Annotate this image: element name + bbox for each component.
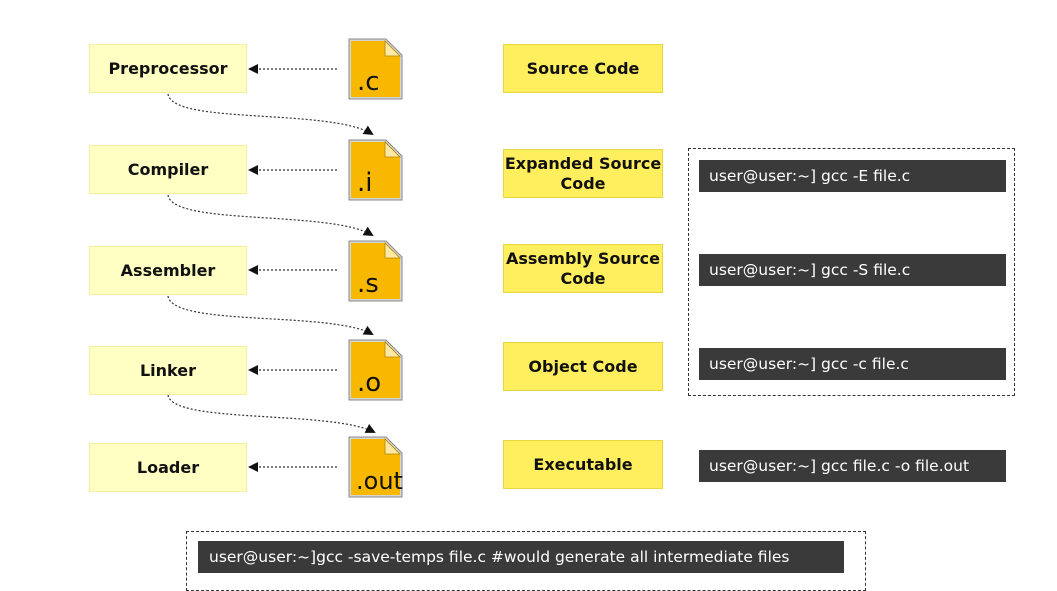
file-extension: .o — [357, 368, 382, 398]
code-executable: Executable — [503, 440, 663, 489]
file-icon-o: .o — [346, 338, 404, 402]
code-expanded-source: Expanded Source Code — [503, 149, 663, 198]
code-source: Source Code — [503, 44, 663, 93]
file-extension: .s — [357, 269, 379, 299]
stage-label: Linker — [139, 361, 197, 380]
command-text: user@user:~] gcc -S file.c — [709, 261, 911, 279]
code-label: Source Code — [526, 58, 640, 78]
stage-label: Assembler — [120, 261, 216, 280]
stage-preprocessor: Preprocessor — [89, 44, 247, 93]
code-label: Assembly Source Code — [505, 248, 661, 288]
file-extension: .c — [357, 67, 380, 97]
stage-compiler: Compiler — [89, 145, 247, 194]
command-text: user@user:~]gcc -save-temps file.c #woul… — [209, 548, 790, 566]
code-object: Object Code — [503, 342, 663, 391]
code-label: Object Code — [528, 356, 638, 376]
file-extension: .out — [356, 467, 403, 495]
stage-assembler: Assembler — [89, 246, 247, 295]
curve-compiler-to-s — [167, 194, 374, 237]
code-label: Executable — [533, 454, 633, 474]
command-text: user@user:~] gcc -c file.c — [709, 355, 909, 373]
intermediate-commands-frame — [688, 148, 1015, 396]
code-label: Expanded Source Code — [504, 153, 662, 193]
stage-label: Loader — [136, 458, 200, 477]
document-icon — [348, 436, 403, 498]
stage-linker: Linker — [89, 346, 247, 395]
file-icon-c: .c — [346, 37, 404, 101]
file-icon-out: .out — [346, 435, 404, 499]
curve-linker-to-out — [167, 394, 376, 433]
command-text: user@user:~] gcc -E file.c — [709, 167, 911, 185]
document-icon — [348, 38, 403, 100]
terminal-command-preprocess: user@user:~] gcc -E file.c — [699, 160, 1006, 192]
terminal-command-save-temps: user@user:~]gcc -save-temps file.c #woul… — [198, 541, 844, 573]
document-icon — [348, 339, 403, 401]
command-text: user@user:~] gcc file.c -o file.out — [709, 457, 970, 475]
document-icon — [348, 139, 403, 201]
file-icon-s: .s — [346, 239, 404, 303]
stage-label: Compiler — [127, 160, 209, 179]
stage-label: Preprocessor — [108, 59, 228, 78]
curve-assembler-to-o — [167, 295, 374, 335]
stage-loader: Loader — [89, 443, 247, 492]
file-extension: .i — [357, 168, 373, 198]
file-icon-i: .i — [346, 138, 404, 202]
document-icon — [348, 240, 403, 302]
terminal-command-assemble-source: user@user:~] gcc -S file.c — [699, 254, 1006, 286]
terminal-command-object: user@user:~] gcc -c file.c — [699, 348, 1006, 380]
curve-preprocessor-to-i — [167, 93, 374, 136]
code-assembly-source: Assembly Source Code — [503, 244, 663, 293]
terminal-command-executable: user@user:~] gcc file.c -o file.out — [699, 450, 1006, 482]
